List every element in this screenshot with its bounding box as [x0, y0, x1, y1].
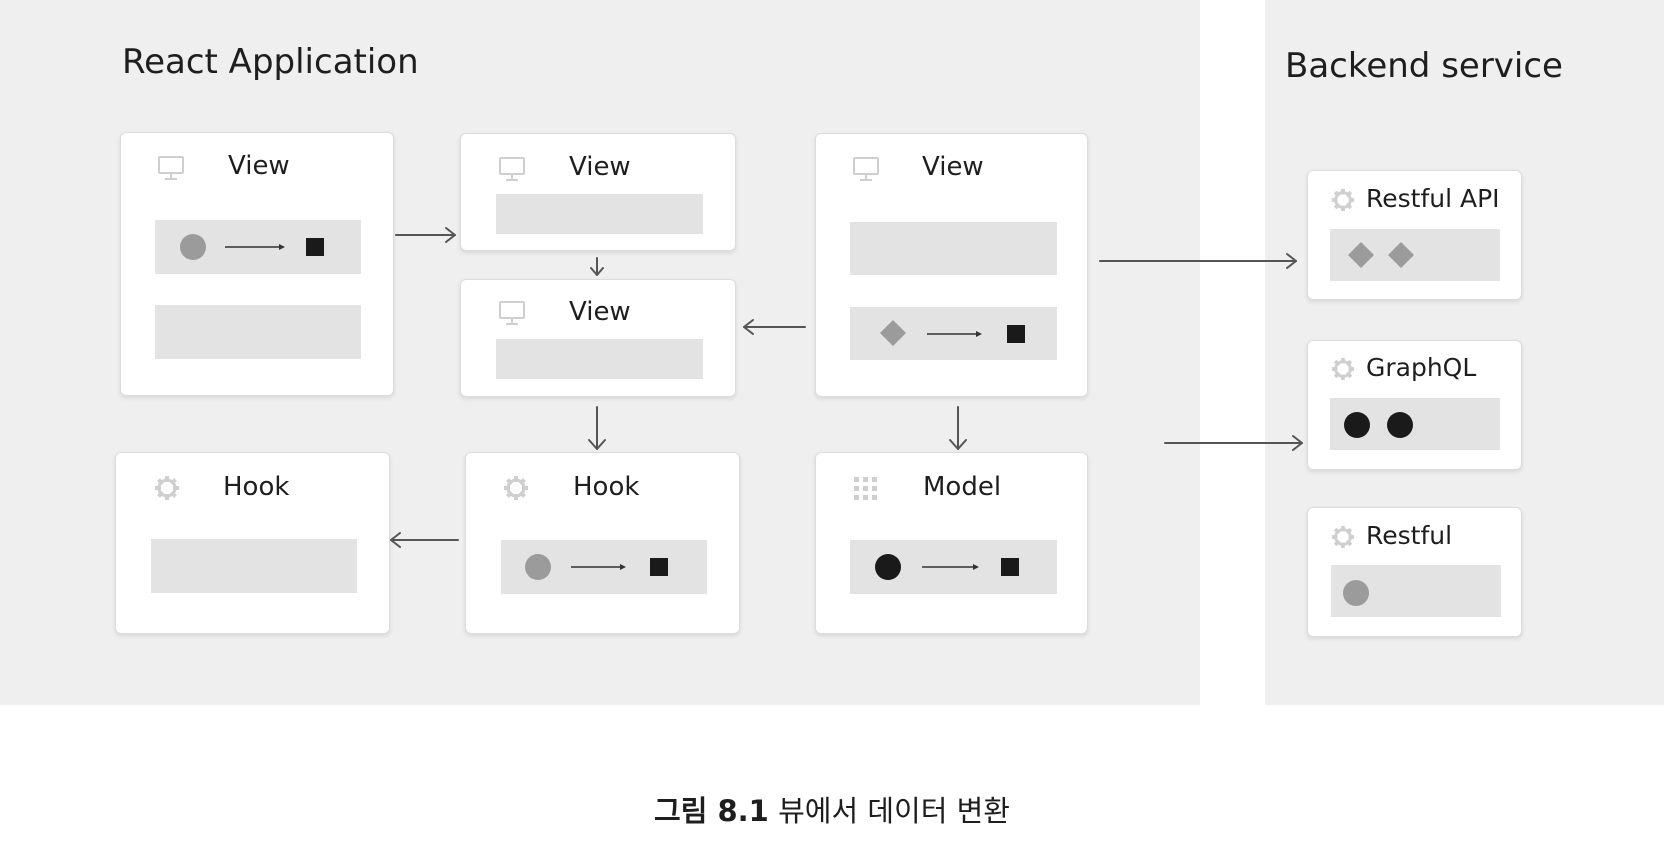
hook-label: Hook [573, 472, 640, 502]
view-card-2: View [460, 133, 736, 251]
gear-icon [504, 476, 528, 500]
circle-to-square-transform [875, 554, 1019, 580]
gear-icon [1331, 188, 1355, 212]
monitor-icon [853, 157, 879, 181]
gear-icon [1331, 525, 1355, 549]
graphql-card: GraphQL [1307, 340, 1522, 470]
view-label: View [569, 152, 631, 182]
hook-card-2: Hook [465, 452, 740, 634]
arrow-to-graphql [1164, 435, 1303, 451]
monitor-icon [499, 157, 525, 181]
arrow-view1-to-view2 [395, 227, 456, 243]
view-card-1: View [120, 132, 394, 396]
figure-number: 그림 8.1 [654, 794, 769, 828]
monitor-icon [499, 301, 525, 325]
monitor-icon [158, 156, 184, 180]
view-card-3: View [460, 279, 736, 397]
diamond-to-square-transform [880, 320, 1025, 346]
view-label: View [569, 297, 631, 327]
empty-bar [151, 539, 357, 593]
arrow-view4-to-restful-api [1099, 253, 1297, 269]
two-circles [1344, 412, 1413, 438]
model-card: Model [815, 452, 1088, 634]
figure-caption-text: 뷰에서 데이터 변환 [778, 794, 1010, 828]
backend-service-title: Backend service [1285, 46, 1563, 86]
gear-icon [155, 476, 179, 500]
arrow-view2-to-view3 [590, 257, 604, 276]
model-label: Model [923, 472, 1002, 502]
arrow-hook2-to-hook1 [390, 532, 459, 548]
empty-bar [496, 339, 703, 379]
graphql-label: GraphQL [1366, 353, 1477, 382]
two-diamonds [1348, 242, 1414, 268]
view-label: View [228, 151, 290, 181]
hook-card-1: Hook [115, 452, 390, 634]
view-label: View [922, 152, 984, 182]
circle-to-square-transform [525, 554, 668, 580]
restful-api-card: Restful API [1307, 170, 1522, 300]
figure-caption: 그림 8.1 뷰에서 데이터 변환 [0, 788, 1664, 830]
grid-icon [854, 477, 877, 500]
circle-to-square-transform [180, 234, 324, 260]
restful-card: Restful [1307, 507, 1522, 637]
view-card-4: View [815, 133, 1088, 397]
empty-bar [850, 222, 1057, 275]
restful-label: Restful [1366, 521, 1453, 550]
hook-label: Hook [223, 472, 290, 502]
one-circle [1343, 580, 1369, 606]
react-application-title: React Application [122, 42, 419, 82]
restful-api-label: Restful API [1366, 184, 1500, 213]
arrow-view3-to-hook2 [588, 406, 606, 450]
empty-bar [496, 194, 703, 234]
gear-icon [1331, 357, 1355, 381]
arrow-view4-to-model [949, 406, 967, 450]
empty-bar [155, 305, 361, 359]
arrow-view4-to-view3 [743, 319, 806, 335]
